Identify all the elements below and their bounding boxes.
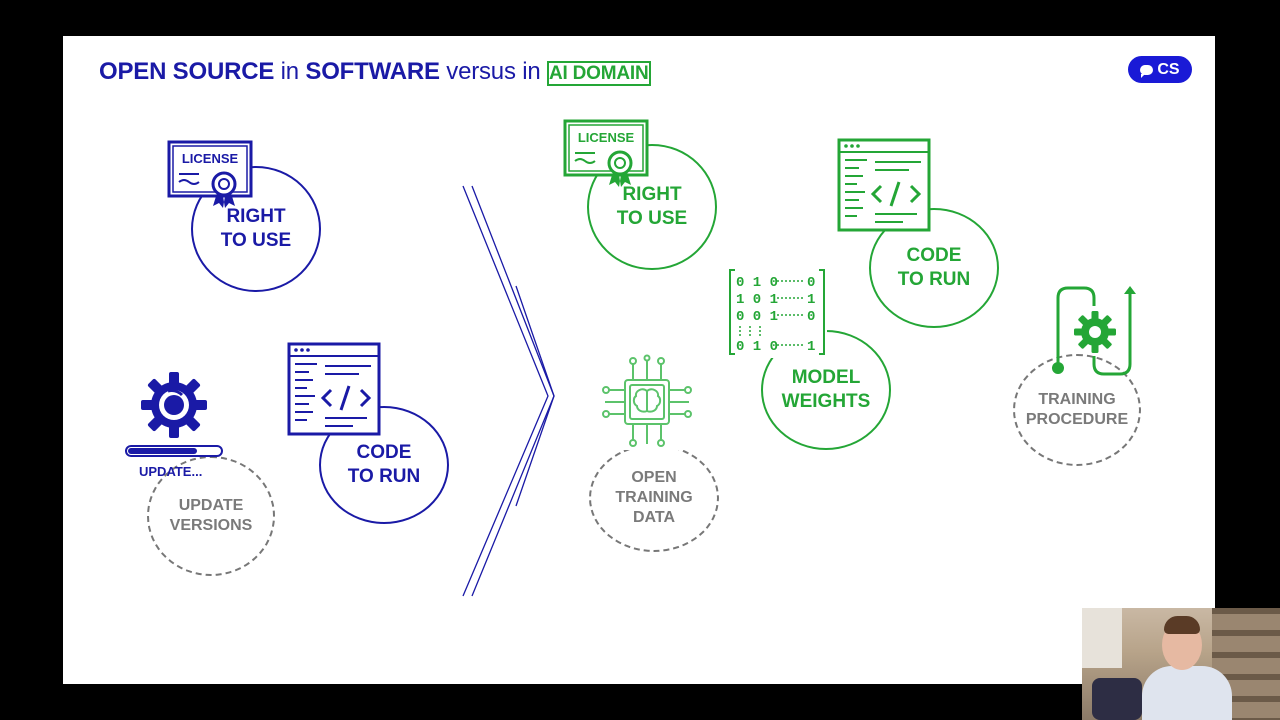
training-procedure-line1: TRAINING <box>1038 391 1116 408</box>
update-progress-label: UPDATE... <box>139 464 203 479</box>
svg-text:0: 0 <box>807 309 815 325</box>
svg-text:1: 1 <box>807 339 815 355</box>
title-in: in <box>274 58 306 85</box>
title-ai-domain: AI DOMAIN <box>546 61 651 86</box>
right-to-use-software: RIGHT TO USE <box>191 166 321 292</box>
svg-text:0 1 0: 0 1 0 <box>736 275 778 291</box>
title-versus: versus in <box>439 58 547 85</box>
update-progress-bar <box>125 445 223 457</box>
ai-chip-brain-icon <box>599 354 695 450</box>
slide: OPEN SOURCE in SOFTWARE versus in AI DOM… <box>63 36 1215 684</box>
update-versions-line1: UPDATE <box>178 497 244 514</box>
open-training-data-line1: OPEN <box>631 469 677 486</box>
ai-code-window-icon <box>837 138 931 232</box>
update-versions-line2: VERSIONS <box>169 517 253 534</box>
ai-code-to-run-line1: CODE <box>906 245 962 267</box>
training-procedure-line2: PROCEDURE <box>1025 411 1129 428</box>
update-versions-software: UPDATE VERSIONS <box>147 456 275 576</box>
ai-code-to-run-line2: TO RUN <box>897 269 971 290</box>
svg-text:1: 1 <box>807 292 815 308</box>
right-to-use-line1: RIGHT <box>226 206 286 228</box>
matrix-weights-icon: 0 1 0 1 0 1 0 0 1 0 1 0 0 1 0 1 <box>727 266 827 358</box>
svg-text:LICENSE: LICENSE <box>578 130 635 145</box>
open-training-data-line2: TRAINING <box>615 489 693 506</box>
ai-license-certificate-icon: LICENSE <box>563 119 649 187</box>
title-open-source: OPEN SOURCE <box>99 58 275 85</box>
svg-text:0 1 0: 0 1 0 <box>736 339 778 355</box>
model-weights-line2: WEIGHTS <box>781 391 871 412</box>
title-software: SOFTWARE <box>305 58 440 85</box>
svg-text:0 0 1: 0 0 1 <box>736 309 778 325</box>
ai-right-to-use-line2: TO USE <box>616 208 688 229</box>
code-to-run-software: CODE TO RUN <box>319 406 449 524</box>
webcam-video-feed <box>1082 608 1280 720</box>
training-loop-gear-icon <box>1052 286 1136 376</box>
chevron-divider-icon <box>462 185 555 597</box>
open-training-data-ai: OPEN TRAINING DATA <box>589 444 719 552</box>
svg-text:0: 0 <box>807 275 815 291</box>
code-to-run-line1: CODE <box>356 442 412 464</box>
right-to-use-line2: TO USE <box>220 230 292 251</box>
cs-logo: CS <box>1128 56 1192 83</box>
model-weights-line1: MODEL <box>791 367 861 389</box>
svg-text:1 0 1: 1 0 1 <box>736 292 778 308</box>
svg-text:LICENSE: LICENSE <box>182 151 239 166</box>
code-window-icon <box>287 342 381 436</box>
code-to-run-line2: TO RUN <box>347 466 421 487</box>
license-certificate-icon: LICENSE <box>167 140 253 208</box>
chat-bubble-icon <box>1140 64 1154 78</box>
slide-title: OPEN SOURCE in SOFTWARE versus in AI DOM… <box>99 58 651 86</box>
logo-text: CS <box>1157 60 1180 78</box>
ai-right-to-use-line1: RIGHT <box>622 184 682 206</box>
gear-icon <box>141 372 207 438</box>
open-training-data-line3: DATA <box>632 509 676 526</box>
